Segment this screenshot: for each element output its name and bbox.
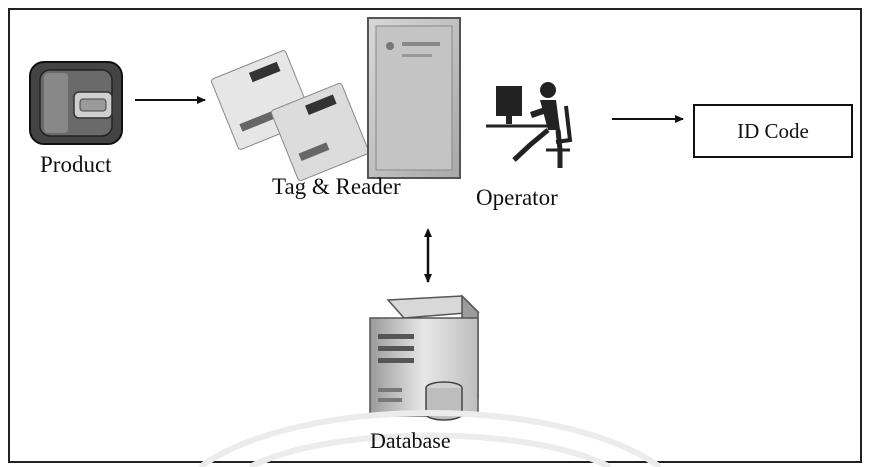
operator-at-computer-icon <box>486 82 573 168</box>
database-label: Database <box>370 428 451 453</box>
background-arcs <box>198 410 662 467</box>
tag-reader-label: Tag & Reader <box>272 174 401 199</box>
product-label: Product <box>40 152 112 177</box>
rfid-tag-cards-icon <box>211 50 370 182</box>
id-code-label: ID Code <box>737 118 809 143</box>
rfid-reader-icon <box>367 17 461 179</box>
product-box-icon <box>29 61 123 145</box>
id-code-box: ID Code <box>693 104 853 158</box>
operator-label: Operator <box>476 185 558 210</box>
diagram-frame <box>8 8 862 463</box>
database-server-icon <box>369 294 480 421</box>
